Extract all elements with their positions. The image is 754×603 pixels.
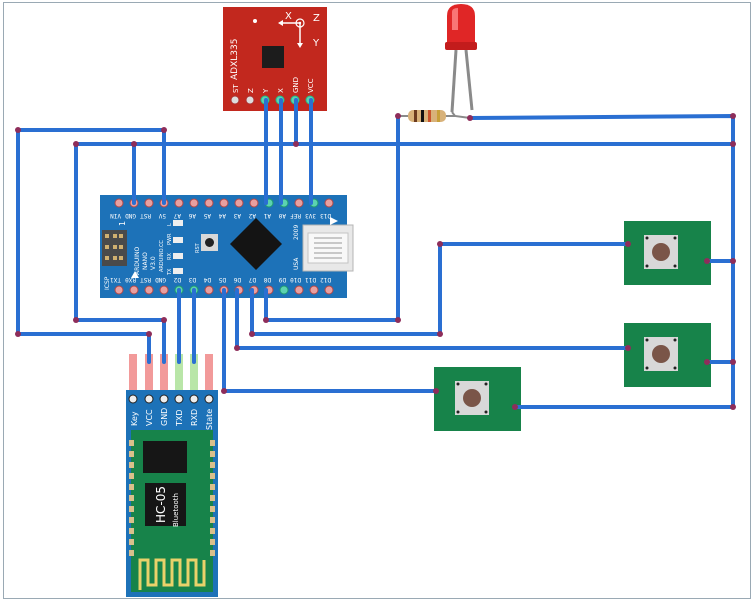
header-pin-rx0 [129,285,139,295]
resistor-component [398,110,471,122]
canvas-border [3,2,751,599]
header-pin-label-d10: D10 [290,276,301,283]
header-pin-rst [144,198,154,208]
header-pin-label-a2: A2 [248,212,256,219]
arduino-year: 2009 [293,225,300,240]
arduino-version: V3.0 [150,256,157,270]
acc-pin-x: X [277,88,285,93]
acc-pin-z: Z [247,88,255,93]
acc-pin-y: Y [262,88,270,94]
header-pin-a3 [234,198,244,208]
header-pin-d9 [279,285,289,295]
push-button-3 [434,367,521,431]
header-pin-label-ref: REF [290,212,301,219]
push-button-2 [624,323,711,387]
hc05-pin-key: Key [130,411,139,426]
arduino-model: NANO [142,252,149,270]
header-pin-a5 [204,198,214,208]
header-pin-label-d3: D3 [188,276,196,283]
acc-pin-st: ST [232,84,240,93]
header-pin-label-d8: D8 [263,276,271,283]
hc05-sub: Bluetooth [172,493,180,527]
header-pin-label-tx1: TX1 [110,276,121,283]
wire-junctions [15,113,736,410]
header-pin-label-vin: VIN [110,212,121,219]
wire-d4-button3 [222,288,438,393]
axis-z-label: Z [313,13,320,24]
header-pin-label-3v3: 3V3 [305,212,316,219]
accelerometer-module: X Y Z ADXL335 ST Z Y X GND VCC [223,7,327,111]
header-pin-a6 [189,198,199,208]
header-pin-label-a6: A6 [188,212,196,219]
header-pin-a7 [174,198,184,208]
hc05-name: HC-05 [154,486,168,523]
acc-pin-vcc: VCC [307,78,315,93]
acc-pin-gnd: GND [292,77,300,93]
header-pin-label-d12: D12 [320,276,331,283]
header-pin-d13 [324,198,334,208]
header-pin-label-5v: 5V [158,212,166,219]
header-pin-tx1 [114,285,124,295]
header-pin-ref [294,198,304,208]
axis-y-label: Y [312,38,320,49]
push-button-1 [624,221,711,285]
arduino-credit: ARDUINO.CC [159,240,165,272]
header-pin-label-d4: D4 [203,276,211,283]
header-pin-vin [114,198,124,208]
header-pin-label-d6: D6 [233,276,241,283]
arduino-brand: ARDUINO [134,246,141,275]
led-tx-label: TX [167,268,173,276]
header-pin-label-rst: RST [140,276,151,283]
wire-5v [16,128,166,364]
led-pwr-label: PWR [167,233,173,245]
led-component [445,4,477,113]
header-pin-a4 [219,198,229,208]
header-pin-label-rx0: RX0 [125,276,136,283]
arduino-nano-board: ARDUINO NANO V3.0 2009 USA ICSP 1 L PWR … [100,195,354,298]
header-pin-label-a0: A0 [278,212,286,219]
header-pin-d11 [309,285,319,295]
header-pin-label-a7: A7 [173,212,181,219]
header-pin-label-d13: D13 [320,212,331,219]
arduino-pin1-label: 1 [118,221,127,226]
led-rx-label: RX [167,253,173,260]
header-pin-label-a4: A4 [218,212,226,219]
header-pin-label-a5: A5 [203,212,211,219]
header-pin-label-gnd: GND [125,212,136,219]
header-pin-gnd [159,285,169,295]
hc05-pin-gnd: GND [160,408,169,426]
header-pin-a2 [249,198,259,208]
header-pin-label-gnd: GND [155,276,166,283]
reset-label: RST [195,242,201,253]
header-pin-d4 [204,285,214,295]
header-pin-rst [144,285,154,295]
hc05-pin-vcc: VCC [145,409,154,426]
header-pin-label-a1: A1 [263,212,271,219]
accelerometer-name: ADXL335 [230,39,240,80]
header-pin-label-d5: D5 [218,276,226,283]
header-pin-label-d7: D7 [248,276,256,283]
hc05-module: HC-05 Bluetooth Key VCC GND TXD RXD Stat… [126,354,218,597]
arduino-icsp-label: ICSP [104,276,111,290]
header-pin-label-d2: D2 [173,276,181,283]
wiring [16,98,735,409]
hc05-pin-state: State [205,409,214,430]
wire-gnd-rail [74,142,166,364]
wire-led-gnd [468,114,735,146]
axis-x-label: X [285,11,292,22]
header-pin-label-d9: D9 [278,276,286,283]
header-pin-label-a3: A3 [233,212,241,219]
hc05-pin-txd: TXD [175,409,184,427]
header-pin-label-d11: D11 [305,276,316,283]
wire-d7-led [264,114,400,322]
header-pin-d10 [294,285,304,295]
led-l-label: L [167,223,173,226]
arduino-country: USA [293,257,300,270]
header-pin-label-rst: RST [140,212,151,219]
hc05-pin-rxd: RXD [190,409,199,426]
header-pin-d12 [324,285,334,295]
